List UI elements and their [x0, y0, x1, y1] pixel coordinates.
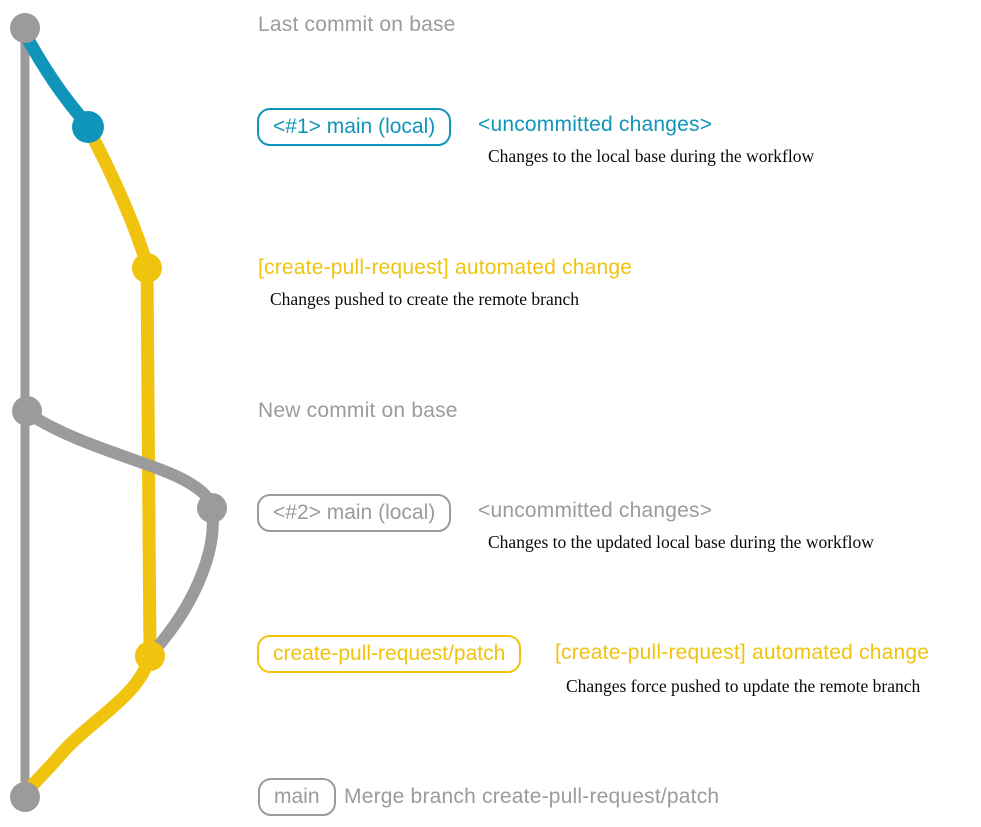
branch-tag-main-local-1: <#1> main (local) [257, 108, 452, 146]
desc-uncommitted-changes-1: Changes to the local base during the wor… [488, 146, 815, 166]
merge-line [21, 651, 156, 798]
label-uncommitted-changes-1: <uncommitted changes> [478, 113, 713, 136]
commit-dot-automated-change-2 [135, 641, 165, 671]
desc-uncommitted-changes-2: Changes to the updated local base during… [488, 532, 874, 552]
commit-dot-automated-change-1 [132, 253, 162, 283]
branch-tag-main-local-2: <#2> main (local) [257, 494, 452, 532]
label-uncommitted-changes-2: <uncommitted changes> [478, 499, 713, 522]
rebase-line [148, 505, 219, 657]
branch-tag-create-pull-request-patch: create-pull-request/patch [257, 635, 522, 673]
patch-branch-create-line [83, 125, 153, 269]
commit-dot-last-base [10, 13, 40, 43]
label-automated-change-1: [create-pull-request] automated change [258, 256, 633, 279]
local-main-2-branch-line [23, 408, 217, 510]
label-automated-change-2: [create-pull-request] automated change [555, 641, 930, 664]
commit-dot-local-main-2 [197, 493, 227, 523]
branch-tag-main: main [258, 778, 336, 816]
commit-dot-merge [10, 782, 40, 812]
desc-automated-change-2: Changes force pushed to update the remot… [566, 676, 921, 696]
commit-dot-local-main-1 [72, 111, 104, 143]
label-new-commit-on-base: New commit on base [258, 399, 458, 422]
label-last-commit-on-base: Last commit on base [258, 13, 456, 36]
label-merge-branch: Merge branch create-pull-request/patch [344, 785, 720, 808]
local-main-1-branch-line [19, 29, 93, 130]
desc-automated-change-1: Changes pushed to create the remote bran… [270, 289, 580, 309]
commit-dot-new-base [12, 396, 42, 426]
